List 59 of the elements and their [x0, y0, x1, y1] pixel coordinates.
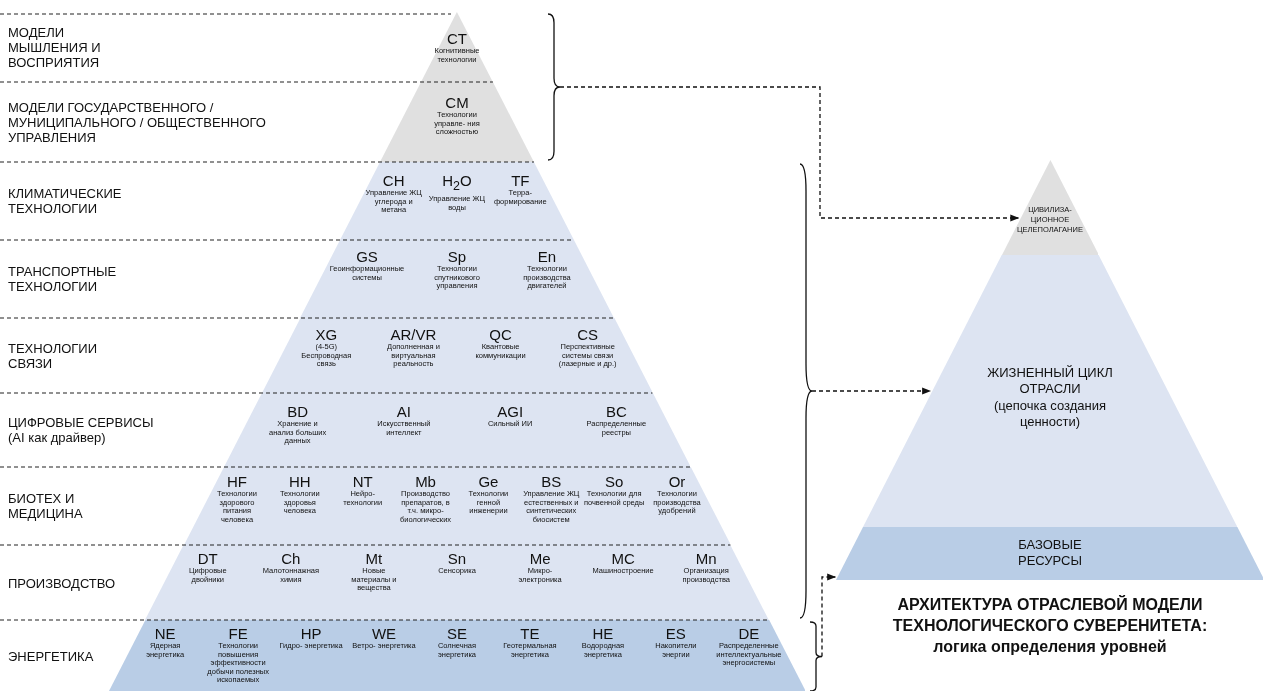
tech-code: BD: [287, 403, 308, 420]
row-label: ТРАНСПОРТНЫЕ ТЕХНОЛОГИИ: [8, 264, 118, 294]
tech-code: Or: [668, 473, 686, 490]
tech-code: HP: [300, 625, 322, 642]
row-label: ЦИФРОВЫЕ СЕРВИСЫ (AI как драйвер): [8, 415, 155, 445]
tech-code: QC: [489, 326, 512, 343]
tech-code: HF: [227, 473, 247, 490]
tech-code: DT: [197, 550, 218, 567]
tech-code: GS: [356, 248, 378, 265]
tech-code: Ge: [478, 473, 499, 490]
tech-code: HE: [592, 625, 614, 642]
curly-brace: [809, 621, 823, 691]
tech-code: NE: [154, 625, 176, 642]
band-label: (цепочка создания ценности): [992, 398, 1108, 430]
tech-code: AGI: [497, 403, 524, 420]
tech-code: CS: [577, 326, 599, 343]
tech-code: Mb: [415, 473, 436, 490]
row-label: МОДЕЛИ ГОСУДАРСТВЕННОГО / МУНИЦИПАЛЬНОГО / ОБЩЕСТВЕННОГО УПРАВЛЕНИЯ: [8, 99, 267, 145]
tech-code: HH: [289, 473, 311, 490]
tech-code: FE: [228, 625, 248, 642]
band-label: ЖИЗНЕННЫЙ ЦИКЛ ОТРАСЛИ: [986, 365, 1114, 397]
tech-code: TF: [511, 172, 530, 189]
tech-code: Sn: [447, 550, 467, 567]
tech-code: ES: [665, 625, 686, 642]
row-label: ЭНЕРГЕТИКА: [8, 648, 95, 663]
band-label: БАЗОВЫЕ РЕСУРСЫ: [1017, 537, 1083, 569]
tech-code: WE: [371, 625, 397, 642]
tech-code: CH: [382, 172, 405, 189]
row-label: КЛИМАТИЧЕСКИЕ ТЕХНОЛОГИИ: [8, 186, 123, 216]
tech-code: XG: [315, 326, 338, 343]
tech-code: SE: [446, 625, 467, 642]
tech-code: MC: [611, 550, 635, 567]
tech-code: Sp: [447, 248, 467, 265]
tech-code: En: [537, 248, 557, 265]
tech-code: NT: [352, 473, 373, 490]
row-label: ТЕХНОЛОГИИ СВЯЗИ: [8, 340, 98, 371]
tech-code: So: [604, 473, 624, 490]
tech-code: Me: [529, 550, 551, 567]
tech-code: BC: [605, 403, 627, 420]
row-label: ПРОИЗВОДСТВО: [8, 575, 117, 590]
row-label: БИОТЕХ И МЕДИЦИНА: [8, 491, 84, 521]
tech-code: H$_{2}$O: [442, 172, 472, 195]
curly-brace: [799, 163, 813, 619]
tech-code: Ch: [281, 550, 301, 567]
curly-brace: [547, 13, 561, 161]
row-label: МОДЕЛИ МЫШЛЕНИЯ И ВОСПРИЯТИЯ: [8, 24, 102, 70]
tech-code: AR/VR: [390, 326, 437, 343]
dashed-arrow: [811, 387, 932, 395]
tech-code: CM: [445, 94, 469, 111]
diagram-title: АРХИТЕКТУРА ОТРАСЛЕВОЙ МОДЕЛИ ТЕХНОЛОГИЧЕСКОГО СУВЕРЕНИТЕТА: логика определения уровней: [891, 594, 1209, 657]
tech-code: BS: [541, 473, 562, 490]
tech-code: AI: [396, 403, 411, 420]
tech-code: DE: [738, 625, 760, 642]
tech-code: Mt: [365, 550, 383, 567]
tech-code: Mn: [695, 550, 717, 567]
dashed-arrow: [821, 573, 837, 658]
dashed-arrow: [559, 86, 1020, 222]
tech-code: CT: [447, 30, 467, 47]
tech-code: TE: [520, 625, 540, 642]
